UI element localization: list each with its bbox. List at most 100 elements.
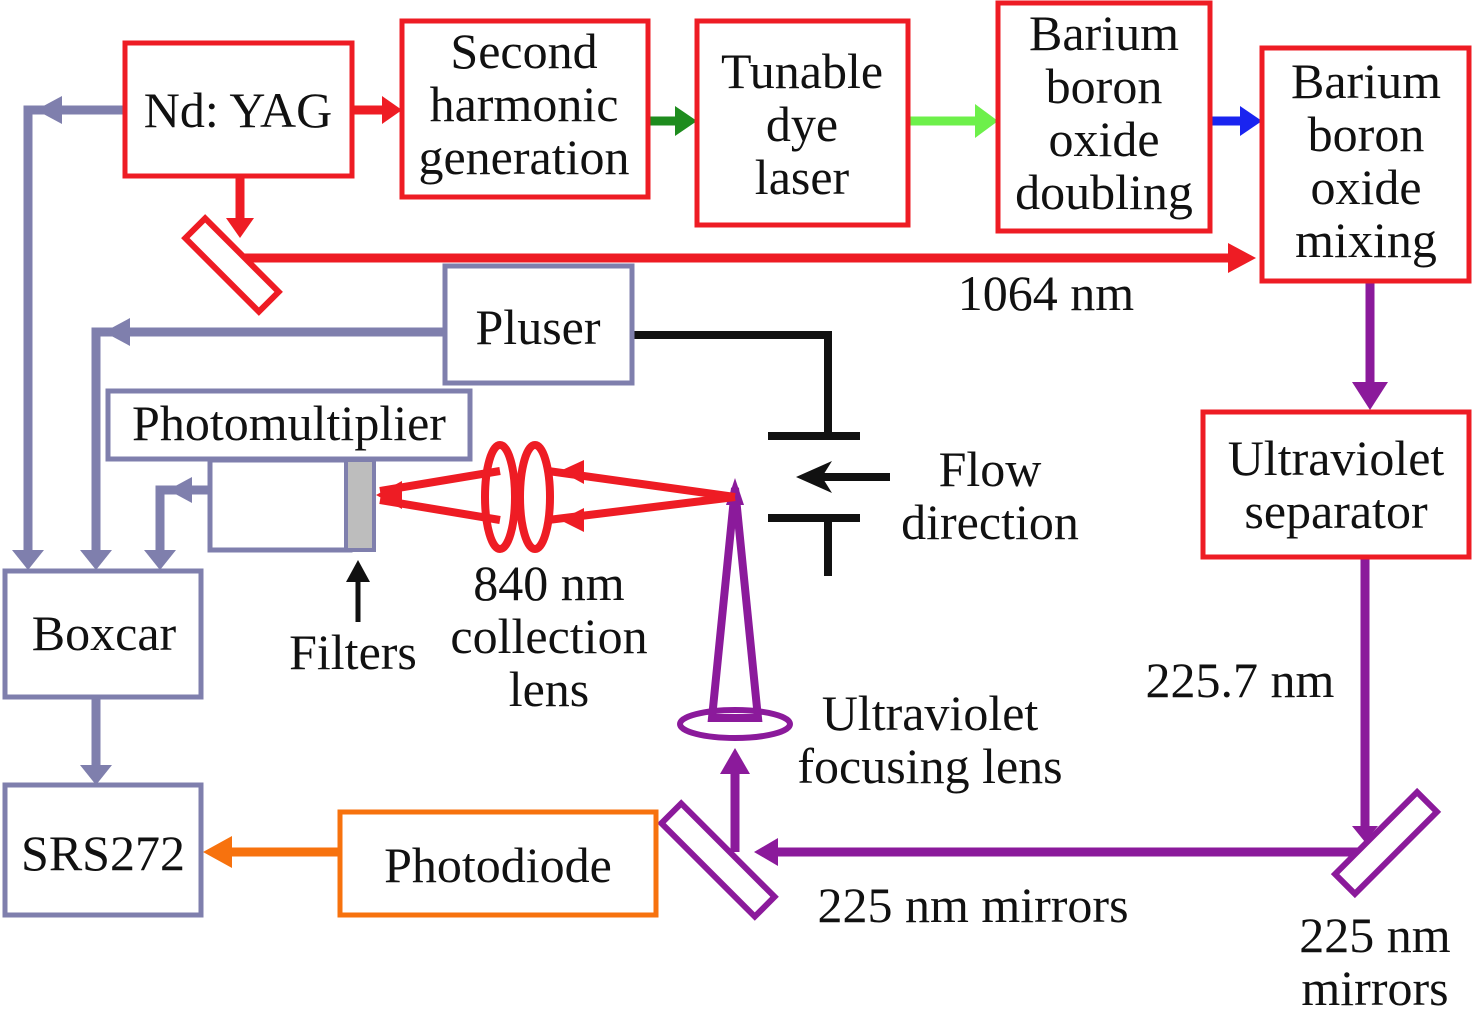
free-labels: 1064 nm Flow direction 225.7 nm 840 nm c… [289, 265, 1451, 1016]
photomultiplier-label: Photomultiplier [132, 395, 446, 451]
pm-filter-window [344, 458, 376, 552]
uv-separator-line2: separator [1244, 483, 1428, 539]
boxcar-label: Boxcar [32, 605, 177, 661]
uv-beam-arrowheads [720, 382, 1388, 866]
uv-separator-box [1200, 409, 1472, 560]
boxcar-down-arrowhead-1 [12, 550, 44, 570]
connection-lines [12, 96, 1442, 921]
flow-cell-electrodes [632, 331, 890, 576]
dye-label-line1: Tunable [721, 43, 883, 99]
box-dye-laser: Tunable dye laser [694, 18, 911, 228]
label-collection-line3: lens [509, 661, 590, 717]
box-uv-separator: Ultraviolet separator [1200, 409, 1472, 560]
label-225-7nm: 225.7 nm [1146, 652, 1335, 708]
shg-label-line2: harmonic [430, 76, 619, 132]
label-uv-focus-line2: focusing lens [797, 738, 1062, 794]
pluser-label: Pluser [476, 299, 601, 355]
photodiode-arrowhead [203, 836, 232, 868]
box-pluser: Pluser [442, 263, 635, 386]
dye-label-line2: dye [766, 96, 838, 152]
srs272-down-arrowhead [80, 765, 112, 785]
fluor-arrowhead-upper [560, 460, 584, 484]
laser-beam-chain [235, 105, 1240, 263]
uv-mirror-left [657, 799, 779, 921]
bbo-doubling-line3: oxide [1048, 111, 1159, 167]
bbo-mixing-box [1259, 45, 1472, 284]
label-1064nm: 1064 nm [958, 265, 1135, 321]
photodiode-box [337, 809, 659, 918]
photomultiplier-housing [207, 457, 376, 553]
slate-arrowheads [12, 96, 192, 785]
pluser-box [442, 263, 635, 386]
dye-label-line3: laser [755, 149, 850, 205]
bbo-mixing-line2: boron [1308, 106, 1425, 162]
srs272-label: SRS272 [21, 825, 185, 881]
box-photodiode: Photodiode [337, 809, 659, 918]
box-boxcar: Boxcar [2, 568, 204, 700]
red-arrowhead-1064 [1228, 243, 1256, 273]
pm-left-arrowhead [168, 477, 192, 503]
bbo-mixing-line1: Barium [1291, 53, 1441, 109]
fluor-arrowhead-lower [560, 508, 584, 532]
uv-mirror-right [1330, 787, 1442, 899]
ndyag-box [122, 40, 355, 179]
collection-lens-left [481, 441, 519, 553]
red-arrowhead-shg [382, 96, 402, 124]
boxcar-down-arrowhead-3 [144, 550, 176, 570]
box-photomultiplier: Photomultiplier [105, 388, 473, 462]
slate-signal-lines [23, 105, 445, 772]
red-turning-mirror [181, 214, 283, 316]
bbo-doubling-line2: boron [1046, 58, 1163, 114]
shg-label-line1: Second [450, 23, 597, 79]
ndyag-to-boxcar-line [23, 105, 125, 555]
label-collection-line1: 840 nm [473, 555, 625, 611]
mirrors [181, 214, 1442, 921]
box-srs272: SRS272 [2, 782, 204, 918]
box-shg: Second harmonic generation [399, 18, 651, 200]
label-flow-line1: Flow [939, 441, 1042, 497]
red-arrowhead-down [226, 218, 254, 238]
photomultiplier-to-boxcar-line [155, 485, 210, 555]
label-mirrors-bottom: 225 nm mirrors [817, 877, 1128, 933]
green-arrowhead-dye [675, 106, 697, 136]
collection-lens-right [516, 441, 554, 553]
photodiode-label: Photodiode [384, 837, 612, 893]
laser-beam-arrowheads [226, 96, 1262, 273]
pluser-to-electrode-wire [632, 331, 832, 436]
filters-arrowhead [346, 560, 370, 582]
shg-box [399, 18, 651, 200]
pluser-to-boxcar-line [91, 327, 445, 555]
box-ndyag: Nd: YAG [122, 40, 355, 179]
uv-focusing-lens [677, 707, 793, 741]
flow-arrowhead [796, 461, 832, 493]
uv-down-arrowhead [1352, 382, 1388, 410]
uv-focus-cone [707, 487, 763, 722]
label-collection-line2: collection [450, 608, 647, 664]
bbo-doubling-line1: Barium [1029, 5, 1179, 61]
bbo-mixing-line3: oxide [1310, 159, 1421, 215]
shg-label-line3: generation [418, 129, 629, 185]
ndyag-label: Nd: YAG [144, 82, 332, 138]
dye-laser-box [694, 18, 911, 228]
boxcar-down-arrowhead-2 [80, 550, 112, 570]
pm-tube-body [207, 457, 353, 553]
label-uv-focus-line1: Ultraviolet [822, 685, 1039, 741]
bbo-doubling-box [995, 0, 1213, 234]
fluor-arrowhead-pm [376, 481, 402, 509]
srs272-box [2, 782, 204, 918]
label-mirrors-right-line2: mirrors [1301, 960, 1448, 1016]
bbo-doubling-line4: doubling [1015, 164, 1193, 220]
lightgreen-arrowhead-bbo [975, 104, 998, 138]
ndyag-left-arrowhead [36, 96, 62, 124]
boxcar-box [2, 568, 204, 700]
bbo-mixing-line4: mixing [1295, 212, 1437, 268]
label-flow-line2: direction [901, 494, 1079, 550]
box-bbo-mixing: Barium boron oxide mixing [1259, 45, 1472, 284]
fluorescence-arrowheads [376, 460, 584, 532]
uv-separator-line1: Ultraviolet [1228, 430, 1445, 486]
box-bbo-doubling: Barium boron oxide doubling [995, 0, 1213, 234]
blue-arrowhead-mixing [1240, 106, 1262, 136]
uv-up-arrowhead [720, 748, 750, 774]
pluser-left-arrowhead [104, 318, 130, 346]
